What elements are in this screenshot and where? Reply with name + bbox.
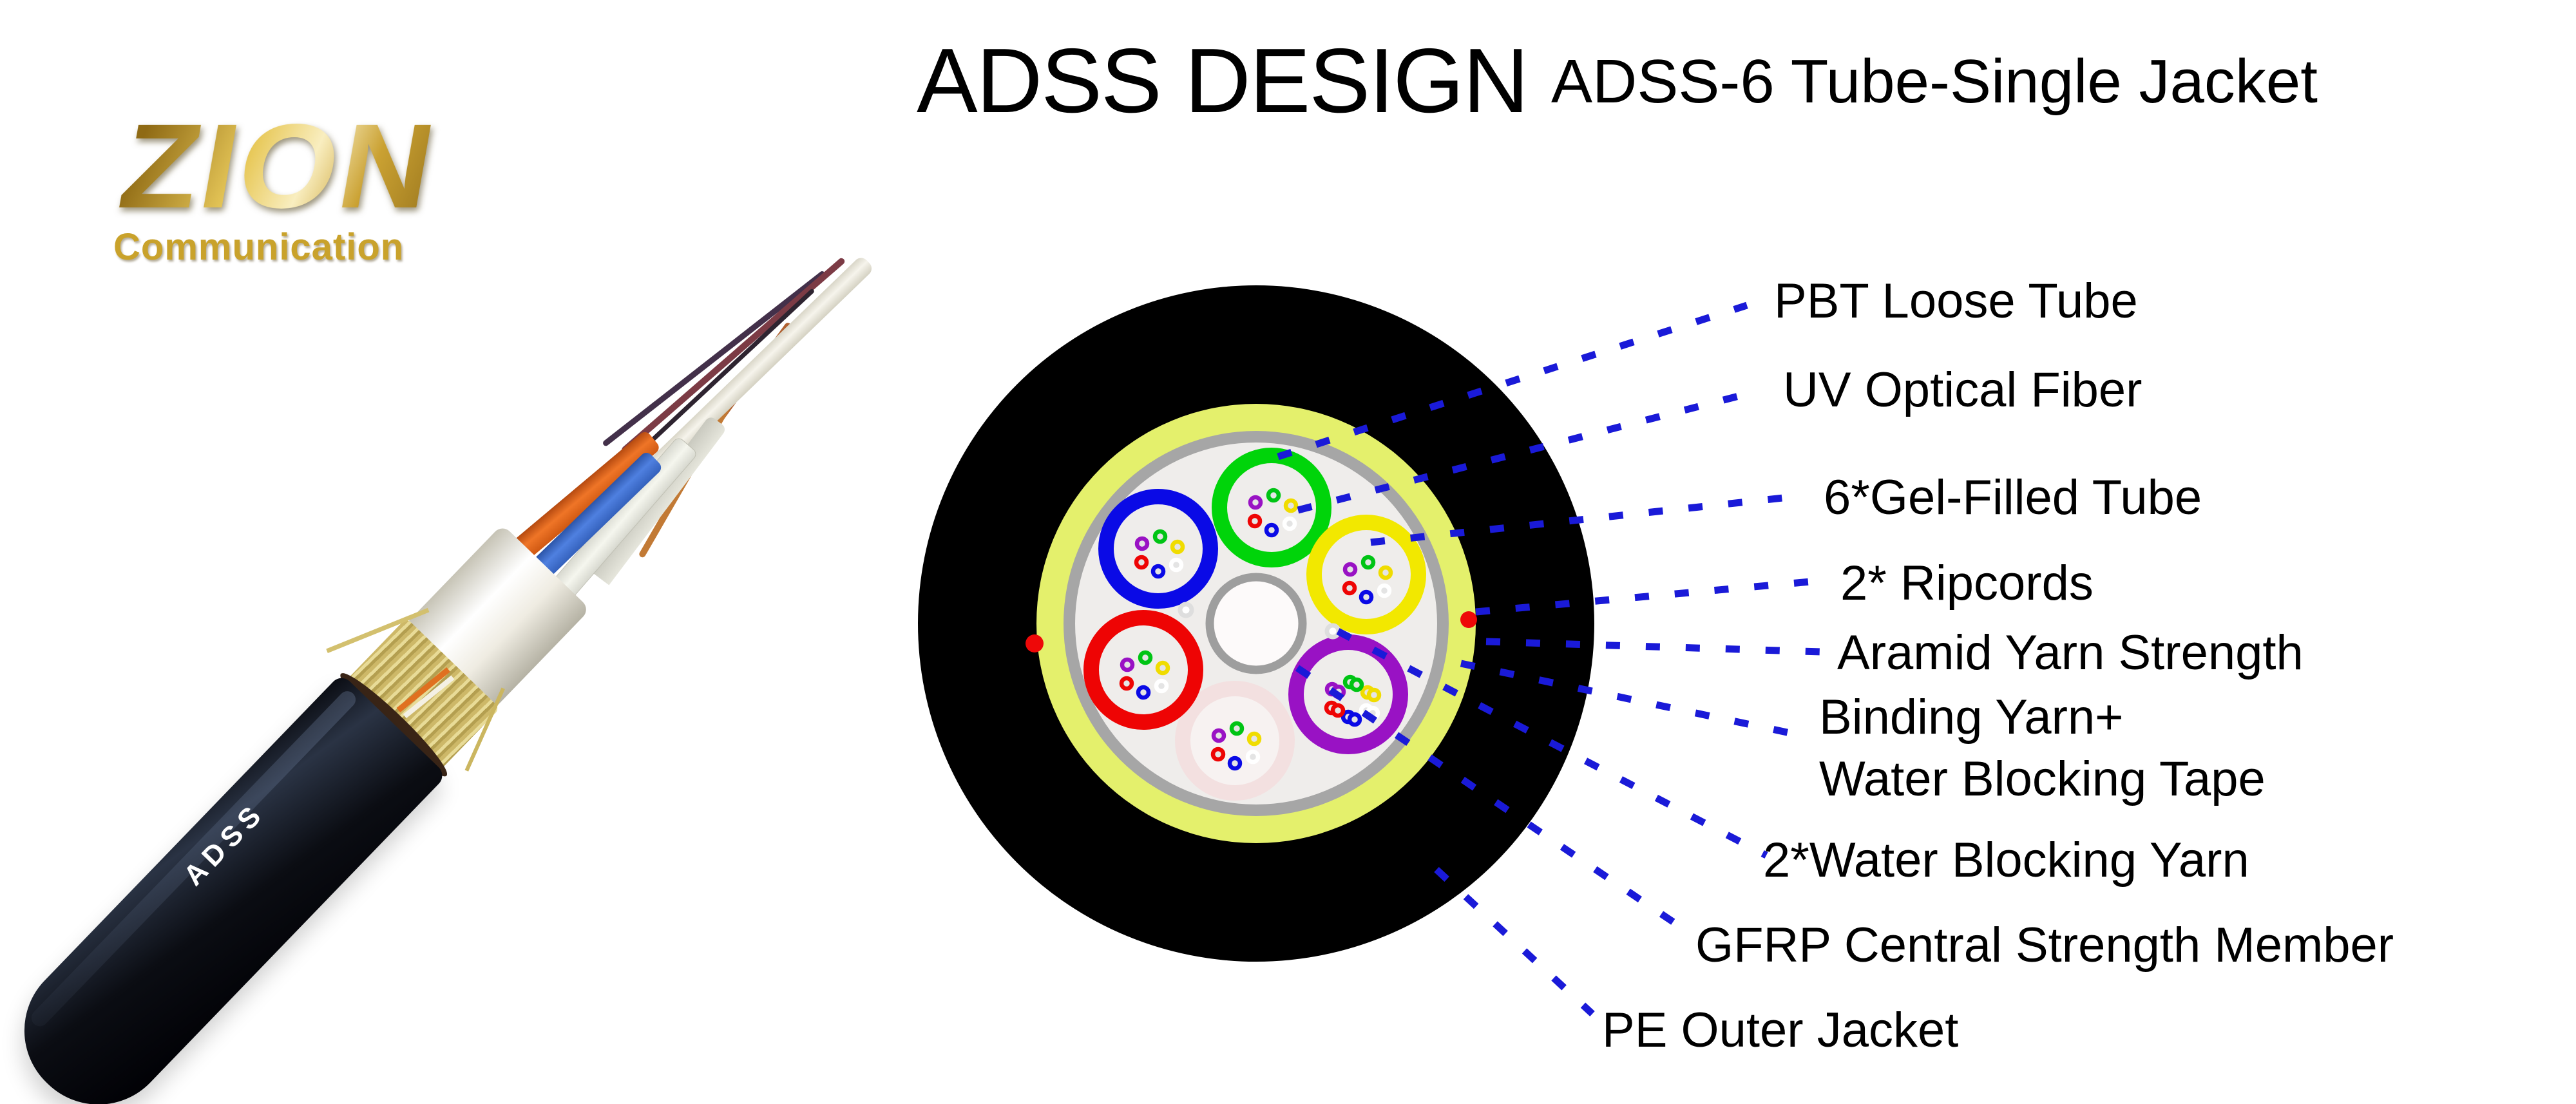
optical-fiber-red	[1330, 703, 1346, 718]
callout-label-line: Aramid Yarn Strength	[1837, 625, 2304, 680]
optical-fiber-white	[1282, 516, 1297, 531]
callout-label-gfrp-member: GFRP Central Strength Member	[1695, 915, 2394, 976]
optical-fiber-white	[1245, 749, 1261, 765]
page-title: ADSS DESIGN	[917, 30, 1529, 132]
optical-fiber-blue	[1347, 712, 1362, 727]
optical-fiber-green	[1229, 721, 1245, 736]
optical-fiber-red	[1210, 747, 1226, 762]
callout-label-line: UV Optical Fiber	[1783, 363, 2142, 417]
optical-fiber-blue	[1150, 564, 1166, 579]
optical-fiber-purple	[1248, 495, 1263, 510]
callout-label-line: 6*Gel-Filled Tube	[1824, 470, 2202, 525]
leader-line-binding-yarn-tape	[1460, 660, 1804, 739]
callout-label-pbt-loose-tube: PBT Loose Tube	[1774, 271, 2138, 332]
optical-fiber-green	[1138, 650, 1153, 665]
optical-fiber-red	[1119, 676, 1134, 691]
optical-fiber-blue	[1227, 756, 1243, 771]
leader-line-water-blocking-yarn	[1336, 628, 1768, 859]
loose-tube-green	[1212, 448, 1331, 567]
optical-fiber-yellow	[1283, 498, 1299, 513]
optical-fiber-yellow	[1366, 687, 1382, 703]
page-subtitle: ADSS-6 Tube-Single Jacket	[1551, 47, 2318, 116]
optical-fiber-green	[1152, 529, 1168, 544]
loose-tube-pink	[1175, 681, 1295, 801]
ripcord-dot	[1026, 634, 1044, 652]
callout-label-line: 2*Water Blocking Yarn	[1763, 833, 2249, 888]
optical-fiber-purple	[1211, 728, 1226, 743]
logo-tagline: Communication	[113, 226, 405, 269]
optical-fiber-purple	[1134, 536, 1150, 551]
callout-label-pe-outer-jacket: PE Outer Jacket	[1602, 1000, 1958, 1061]
callout-label-line: 2* Ripcords	[1840, 556, 2094, 611]
optical-fiber-white	[1169, 557, 1184, 573]
callout-label-binding-yarn-tape: Binding Yarn+ Water Blocking Tape	[1819, 687, 2266, 810]
callout-label-aramid-yarn: Aramid Yarn Strength	[1837, 622, 2304, 684]
callout-label-line: PE Outer Jacket	[1602, 1003, 1959, 1058]
optical-fiber-yellow	[1246, 731, 1262, 747]
callout-label-line: GFRP Central Strength Member	[1695, 918, 2394, 973]
callout-label-ripcords: 2* Ripcords	[1840, 553, 2094, 614]
leader-line-aramid-yarn	[1485, 638, 1822, 656]
callout-label-uv-optical-fiber: UV Optical Fiber	[1783, 359, 2142, 421]
callout-label-line: Binding Yarn+	[1819, 690, 2124, 745]
optical-fiber-red	[1247, 513, 1263, 529]
loose-tube-blue	[1098, 489, 1218, 609]
optical-fiber-green	[1360, 555, 1376, 570]
callout-label-gel-filled-tube: 6*Gel-Filled Tube	[1824, 467, 2202, 529]
optical-fiber-yellow	[1378, 565, 1393, 580]
loose-tube-yellow	[1306, 515, 1426, 634]
optical-fiber-white	[1154, 678, 1169, 694]
callout-label-line: PBT Loose Tube	[1774, 274, 2138, 328]
leader-line-pbt-loose-tube	[1277, 301, 1748, 461]
callout-label-line: Water Blocking Tape	[1819, 752, 2266, 806]
water-blocking-yarn-dot	[1178, 602, 1194, 618]
optical-fiber-yellow	[1155, 660, 1170, 676]
optical-fiber-green	[1266, 488, 1281, 503]
callout-label-water-blocking-yarn: 2*Water Blocking Yarn	[1763, 830, 2249, 891]
optical-fiber-blue	[1136, 685, 1151, 700]
leader-line-ripcords	[1475, 577, 1818, 616]
optical-fiber-red	[1134, 555, 1149, 570]
ripcord-dot	[1460, 611, 1477, 628]
optical-fiber-white	[1377, 583, 1392, 598]
optical-fiber-yellow	[1170, 539, 1185, 555]
gfrp-central-member	[1205, 573, 1307, 674]
water-blocking-yarn-dot	[1324, 623, 1341, 640]
optical-fiber-purple	[1342, 562, 1358, 577]
optical-fiber-green	[1349, 677, 1364, 692]
optical-fiber-purple	[1120, 657, 1135, 672]
optical-fiber-red	[1342, 580, 1357, 596]
logo: ZION Communication	[111, 99, 513, 269]
loose-tube-red	[1083, 610, 1203, 730]
optical-fiber-blue	[1264, 522, 1279, 538]
optical-fiber-blue	[1359, 589, 1374, 605]
leader-line-gel-filled-tube	[1370, 492, 1802, 546]
